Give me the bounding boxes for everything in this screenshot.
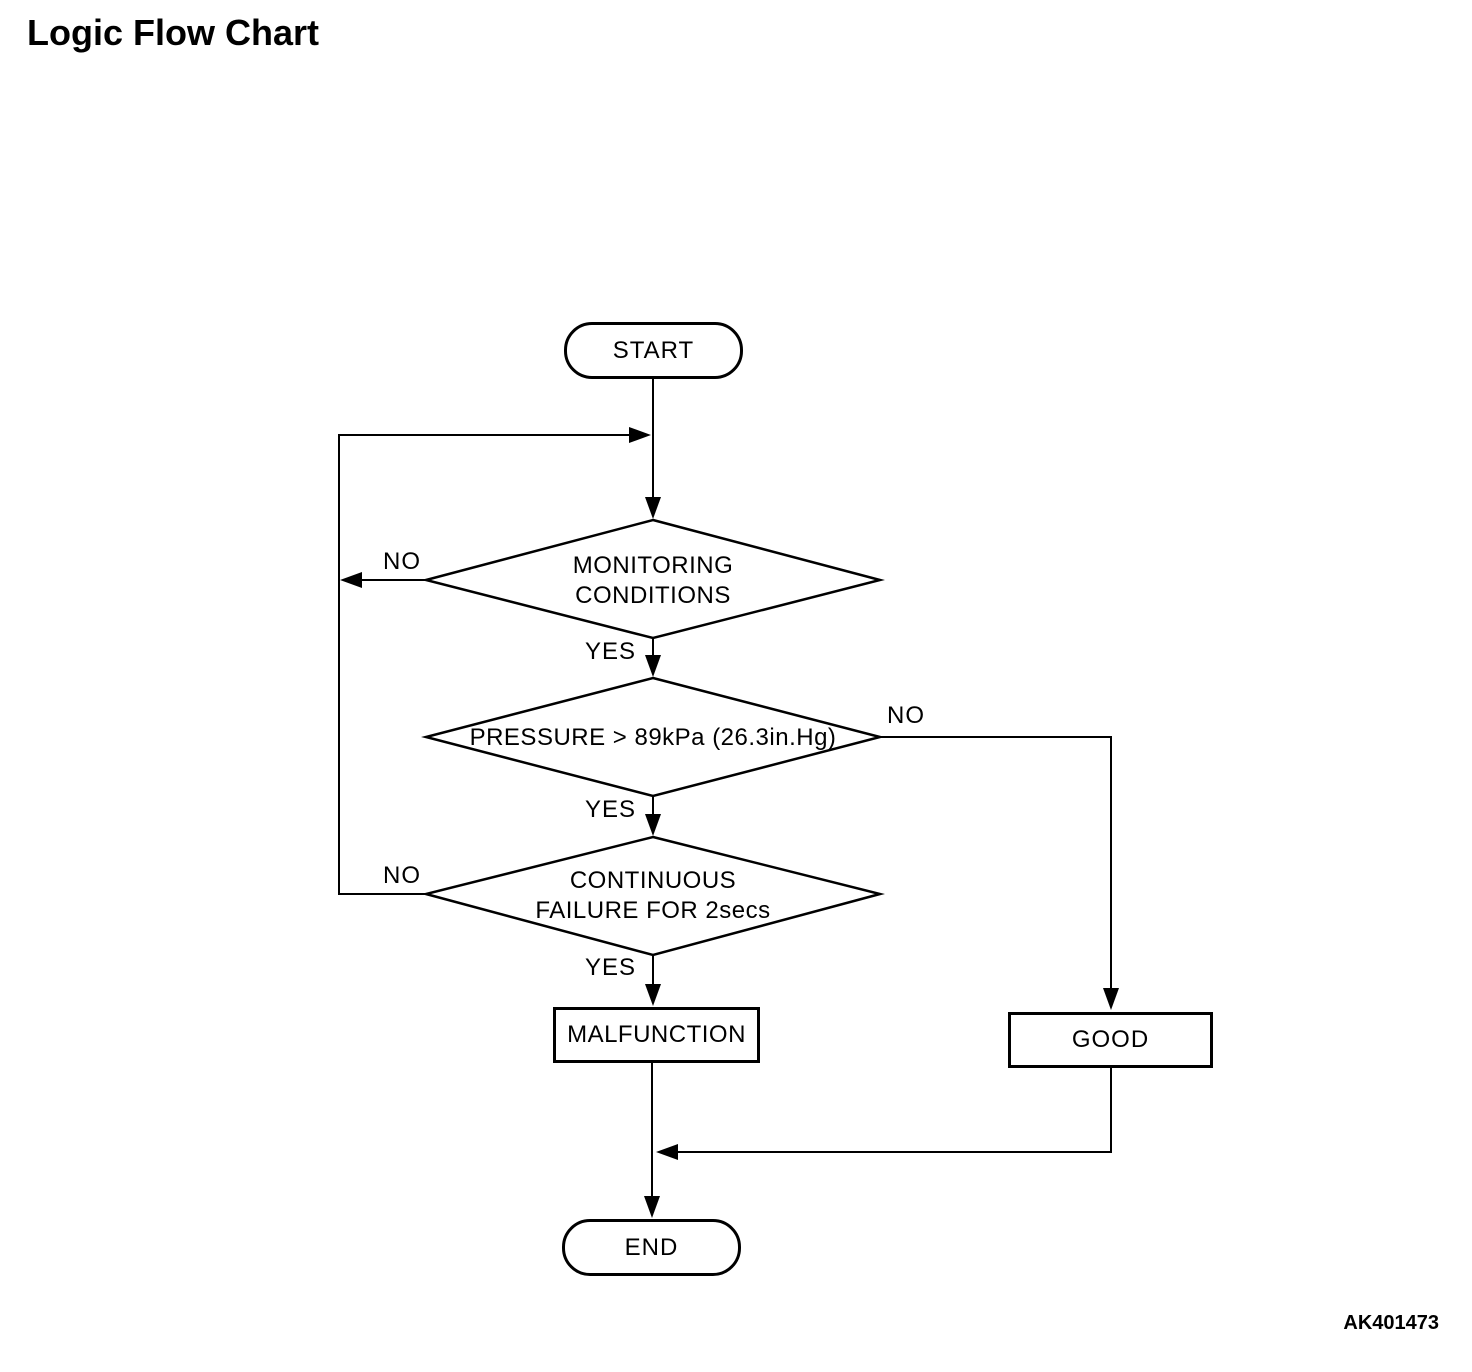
end-node-label: END xyxy=(624,1233,679,1261)
arrowhead-into-end xyxy=(644,1196,660,1218)
decision-continuous-label: CONTINUOUS FAILURE FOR 2secs xyxy=(535,867,771,924)
malfunction-node-label: MALFUNCTION xyxy=(567,1021,746,1048)
edge-pressure-no xyxy=(880,736,1112,990)
pressure-yes-label: YES xyxy=(585,796,637,823)
arrowhead-into-good xyxy=(1103,988,1119,1010)
monitoring-no-label: NO xyxy=(383,548,421,575)
decision-monitoring-label: MONITORING CONDITIONS xyxy=(572,552,734,609)
decision-pressure-label: PRESSURE > 89kPa (26.3in.Hg) xyxy=(469,724,837,751)
edge-good-to-join xyxy=(677,1068,1112,1153)
arrowhead-into-continuous xyxy=(645,814,661,836)
start-node: START xyxy=(564,322,743,379)
start-node-label: START xyxy=(612,336,695,364)
monitoring-yes-label: YES xyxy=(585,638,637,665)
pressure-no-label: NO xyxy=(887,702,925,729)
arrowhead-into-monitoring xyxy=(645,497,661,519)
arrowhead-join-into-end-line xyxy=(656,1144,678,1160)
edge-loop-back xyxy=(338,434,630,895)
arrowhead-monitoring-no xyxy=(340,572,362,588)
arrowhead-loop-into-main xyxy=(629,427,651,443)
malfunction-node: MALFUNCTION xyxy=(553,1007,760,1063)
arrowhead-into-pressure xyxy=(645,655,661,677)
continuous-yes-label: YES xyxy=(585,954,637,981)
end-node: END xyxy=(562,1219,741,1276)
arrowhead-into-malfunction xyxy=(645,984,661,1006)
decision-continuous-shape xyxy=(421,835,885,957)
figure-code: AK401473 xyxy=(1343,1312,1439,1334)
good-node-label: GOOD xyxy=(1071,1026,1150,1053)
page-title: Logic Flow Chart xyxy=(27,12,319,53)
decision-pressure-shape xyxy=(421,676,885,798)
continuous-no-label: NO xyxy=(383,862,421,889)
good-node: GOOD xyxy=(1008,1012,1213,1068)
decision-monitoring-shape xyxy=(421,518,885,640)
